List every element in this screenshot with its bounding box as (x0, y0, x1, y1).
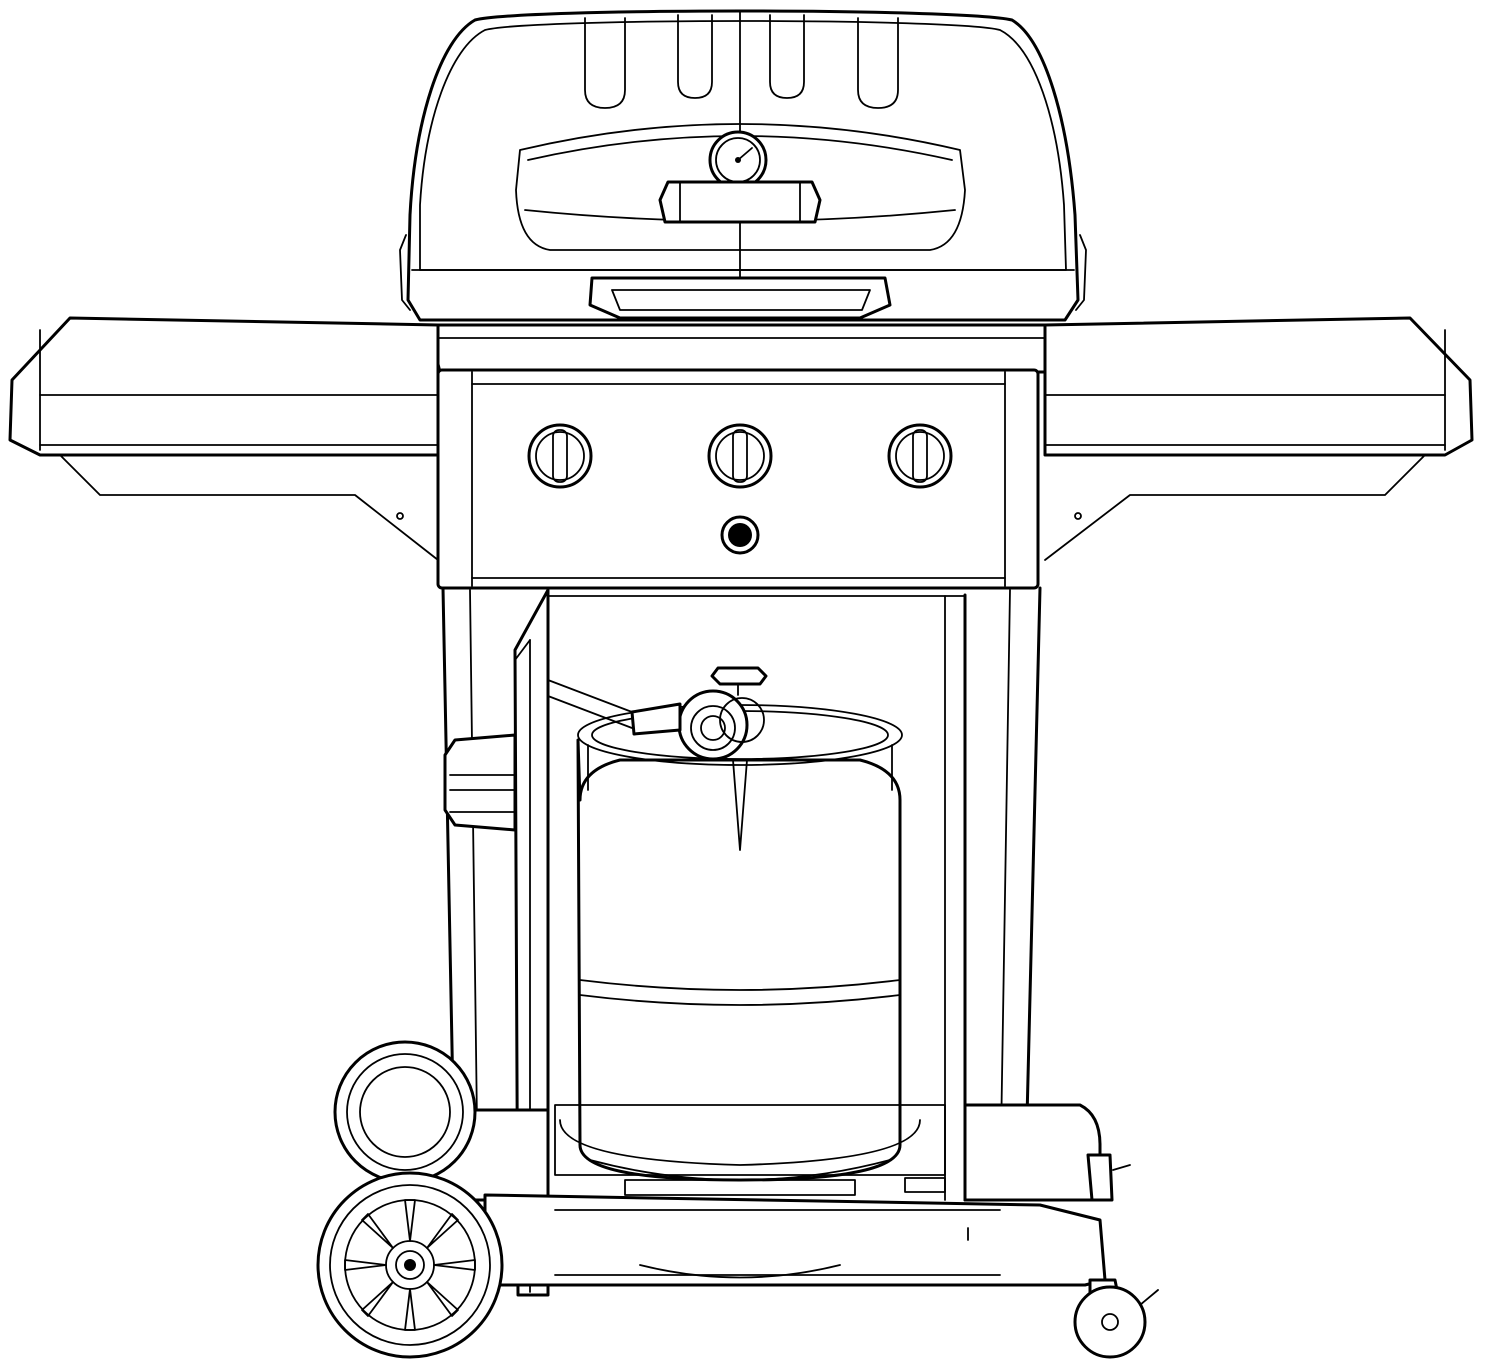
thermometer-gauge (710, 132, 766, 188)
gas-hose (548, 680, 632, 728)
propane-tank (578, 705, 902, 1180)
cart-base (405, 1105, 1105, 1285)
firebox-body (382, 325, 1104, 375)
lid-handle[interactable] (660, 182, 820, 222)
door-handle[interactable] (445, 735, 515, 830)
wheel-spokes (345, 1200, 475, 1330)
control-knob-left[interactable] (529, 425, 591, 487)
grill-lid (400, 11, 1086, 320)
caster-wheel (1075, 1155, 1158, 1357)
lid-ribs (585, 15, 898, 108)
front-wheel (318, 1173, 502, 1357)
side-shelf-right (1045, 318, 1472, 560)
control-knob-center[interactable] (709, 425, 771, 487)
rear-wheel (335, 1042, 475, 1182)
tank-valve-regulator (632, 668, 766, 759)
tank-base-ring (555, 1105, 945, 1195)
igniter-button[interactable] (722, 517, 758, 553)
control-knob-right[interactable] (889, 425, 951, 487)
front-handle-bar[interactable] (590, 278, 890, 318)
side-shelf-left (10, 318, 438, 560)
